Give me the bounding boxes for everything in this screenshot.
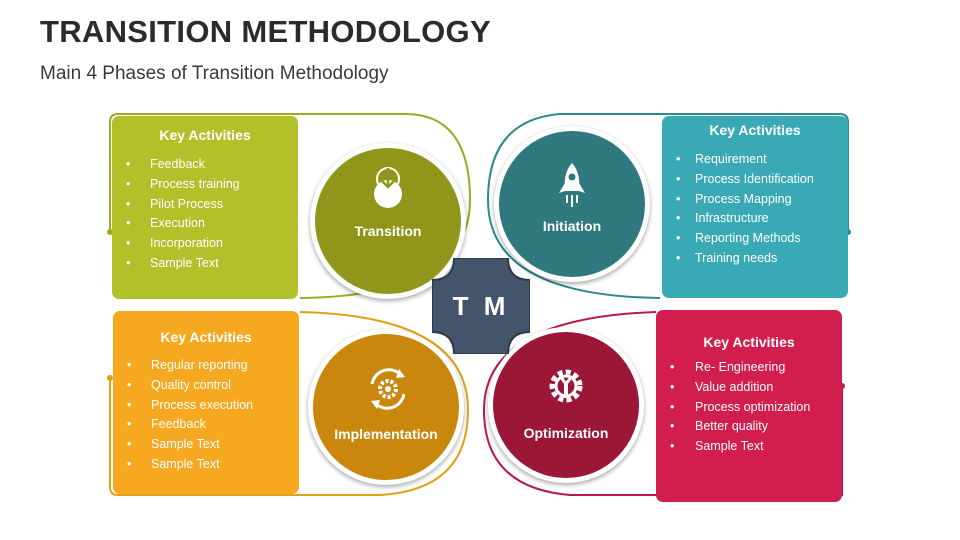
implementation-activities-heading: Key Activities xyxy=(160,329,252,345)
initiation-phase-disc: Initiation xyxy=(499,131,645,277)
list-item: Regular reporting xyxy=(113,356,299,376)
transition-phase-circle: Transition xyxy=(310,143,466,299)
list-item: Incorporation xyxy=(112,234,298,254)
implementation-activities-list: Regular reporting Quality control Proces… xyxy=(113,356,299,475)
initiation-dot xyxy=(845,229,851,235)
list-item: Value addition xyxy=(656,378,842,398)
transition-activities-box: Key Activities Feedback Process training… xyxy=(112,116,298,299)
cycle-gear-icon xyxy=(370,368,406,410)
list-item: Process Mapping xyxy=(662,190,848,210)
implementation-dot xyxy=(107,375,113,381)
initiation-connector xyxy=(486,113,849,299)
transition-activities-heading: Key Activities xyxy=(159,127,251,143)
implementation-phase-label: Implementation xyxy=(334,426,438,442)
transition-dot xyxy=(107,229,113,235)
implementation-phase-circle: Implementation xyxy=(308,329,464,485)
optimization-activities-list: Re- Engineering Value addition Process o… xyxy=(656,358,842,457)
list-item: Quality control xyxy=(113,376,299,396)
optimization-dot xyxy=(839,383,845,389)
implementation-phase-disc: Implementation xyxy=(313,334,459,480)
list-item: Better quality xyxy=(656,417,842,437)
center-tm-background xyxy=(432,258,530,354)
initiation-activities-box: Key Activities Requirement Process Ident… xyxy=(662,116,848,298)
transition-phase-label: Transition xyxy=(354,223,422,239)
list-item: Feedback xyxy=(113,415,299,435)
list-item: Execution xyxy=(112,214,298,234)
rocket-icon xyxy=(559,163,585,207)
transition-phase-disc: Transition xyxy=(315,148,461,294)
list-item: Sample Text xyxy=(113,435,299,455)
optimization-activities-box: Key Activities Re- Engineering Value add… xyxy=(656,310,842,502)
optimization-phase-circle: Optimization xyxy=(488,327,644,483)
list-item: Sample Text xyxy=(656,437,842,457)
optimization-phase-disc: Optimization xyxy=(493,332,639,478)
optimization-connector xyxy=(482,311,843,496)
initiation-phase-circle: Initiation xyxy=(494,126,650,282)
list-item: Process execution xyxy=(113,396,299,416)
implementation-activities-box: Key Activities Regular reporting Quality… xyxy=(113,311,299,494)
transition-activities-list: Feedback Process training Pilot Process … xyxy=(112,155,298,274)
list-item: Process training xyxy=(112,175,298,195)
list-item: Re- Engineering xyxy=(656,358,842,378)
clock-arrow-icon xyxy=(374,167,402,208)
implementation-connector xyxy=(109,311,470,496)
list-item: Training needs xyxy=(662,249,848,269)
list-item: Sample Text xyxy=(113,455,299,475)
center-tm-shape: T M xyxy=(432,258,530,354)
initiation-phase-label: Initiation xyxy=(542,218,602,234)
page-title: TRANSITION METHODOLOGY xyxy=(40,14,491,49)
list-item: Infrastructure xyxy=(662,209,848,229)
list-item: Process Identification xyxy=(662,170,848,190)
initiation-activities-list: Requirement Process Identification Proce… xyxy=(662,150,848,269)
initiation-activities-heading: Key Activities xyxy=(709,122,801,138)
list-item: Process optimization xyxy=(656,398,842,418)
optimization-phase-label: Optimization xyxy=(523,425,609,441)
list-item: Feedback xyxy=(112,155,298,175)
gear-wrench-icon xyxy=(549,369,583,403)
center-tm-label: T M xyxy=(452,291,510,321)
list-item: Requirement xyxy=(662,150,848,170)
page-subtitle: Main 4 Phases of Transition Methodology xyxy=(40,63,389,84)
list-item: Sample Text xyxy=(112,254,298,274)
list-item: Pilot Process xyxy=(112,195,298,215)
optimization-activities-heading: Key Activities xyxy=(703,334,795,350)
list-item: Reporting Methods xyxy=(662,229,848,249)
